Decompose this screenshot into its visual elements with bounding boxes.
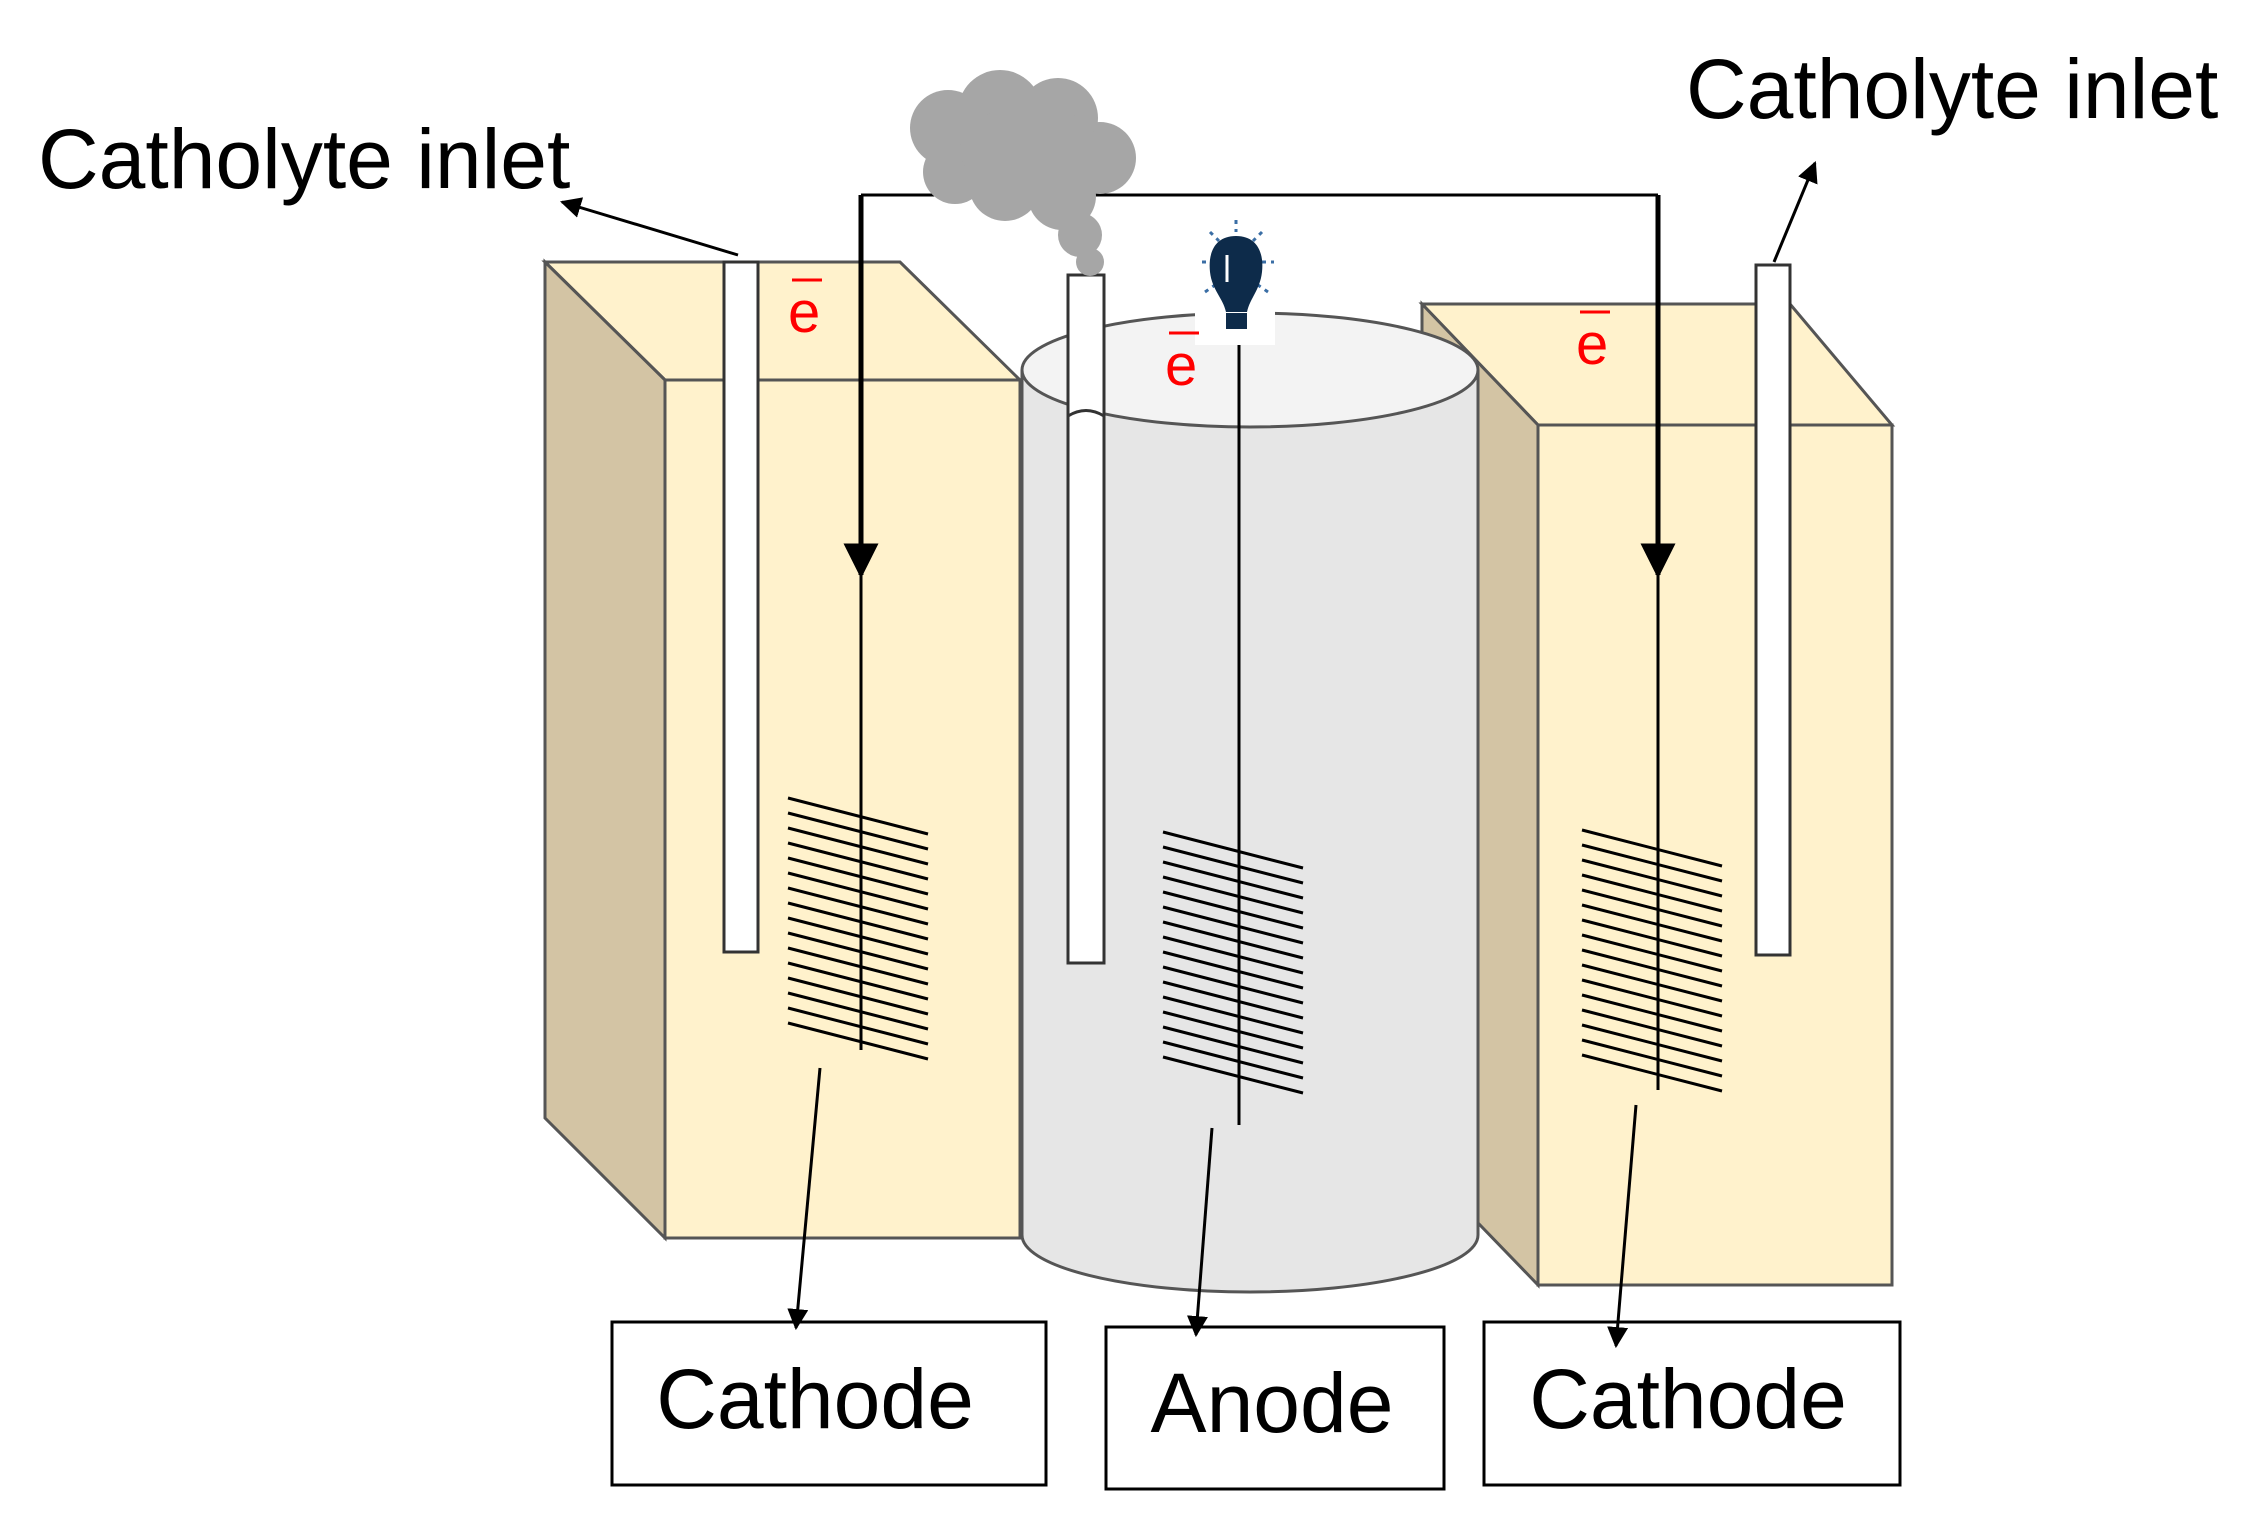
- cathode-left-box-frame: [610, 1320, 1048, 1487]
- right-cathode-electrode: [1581, 828, 1723, 1093]
- left-inlet-tube: [722, 260, 760, 954]
- left-cathode-mesh-line: [787, 811, 929, 851]
- right-cathode-mesh-line: [1581, 918, 1723, 958]
- anode-cylinder-body: [1020, 370, 1480, 1294]
- anode-mesh-line: [1162, 1040, 1304, 1080]
- anode-mesh-line: [1162, 980, 1304, 1020]
- anode-mesh-line: [1162, 890, 1304, 930]
- electron-right: e: [1576, 310, 1610, 377]
- anode-box: Anode: [1104, 1325, 1446, 1491]
- right-cathode-mesh-line: [1581, 978, 1723, 1018]
- right-inlet-tube: [1754, 263, 1792, 957]
- anode-mesh-line: [1162, 905, 1304, 945]
- anode-mesh-line: [1162, 950, 1304, 990]
- inlet-right-label: Catholyte inlet: [1686, 42, 2218, 136]
- cathode-left-box: Cathode: [610, 1320, 1048, 1487]
- right-chamber-front: [1536, 423, 1894, 1287]
- left-chamber-side: [543, 258, 667, 1242]
- right-cathode-mesh-line: [1581, 1008, 1723, 1048]
- left-cathode-chamber: [541, 258, 1024, 1242]
- anode-box-frame: [1104, 1325, 1446, 1491]
- right-cathode-mesh-line: [1581, 888, 1723, 928]
- electron-right-label: e: [1576, 312, 1608, 377]
- inlet-left-label: Catholyte inlet: [38, 112, 570, 206]
- anode-tube-rim: [1067, 409, 1105, 418]
- electron-center: e: [1165, 331, 1199, 398]
- anode-chamber: [1020, 273, 1480, 1294]
- right-cathode-mesh-line: [1581, 828, 1723, 868]
- right-cathode-mesh-line: [1581, 858, 1723, 898]
- right-cathode-mesh-line: [1581, 873, 1723, 913]
- left-cathode-mesh-line: [787, 901, 929, 941]
- smoke-cloud-icon: [910, 70, 1136, 276]
- cathode-left-box-label: Cathode: [656, 1352, 974, 1446]
- inlet-left-pointer: [559, 197, 739, 257]
- left-cathode-mesh-line: [787, 1021, 929, 1061]
- right-cathode-mesh-line: [1581, 1038, 1723, 1078]
- anode-mesh-line: [1162, 1055, 1304, 1095]
- anode-mesh-line: [1162, 935, 1304, 975]
- anode-mesh-line: [1162, 1010, 1304, 1050]
- right-cathode-mesh-line: [1581, 993, 1723, 1033]
- electron-center-label: e: [1165, 333, 1197, 398]
- anode-mesh-line: [1162, 995, 1304, 1035]
- anode-mesh-line: [1162, 965, 1304, 1005]
- cathode-right-box: Cathode: [1482, 1320, 1902, 1487]
- right-cathode-mesh-line: [1581, 1053, 1723, 1093]
- anode-box-label: Anode: [1151, 1356, 1394, 1450]
- left-cathode-mesh-line: [787, 946, 929, 986]
- inlet-right-pointer: [1772, 161, 1818, 263]
- left-cathode-mesh-line: [787, 916, 929, 956]
- cathode-right-box-frame: [1482, 1320, 1902, 1487]
- left-chamber-front: [663, 378, 1022, 1240]
- left-cathode-mesh-line: [787, 991, 929, 1031]
- left-cathode-mesh-line: [787, 961, 929, 1001]
- anode-mesh-line: [1162, 845, 1304, 885]
- right-cathode-mesh-line: [1581, 963, 1723, 1003]
- light-bulb-icon: [1195, 220, 1275, 345]
- anode-mesh-line: [1162, 920, 1304, 960]
- right-cathode-mesh-line: [1581, 843, 1723, 883]
- anode-mesh-line: [1162, 830, 1304, 870]
- left-cathode-mesh-line: [787, 796, 929, 836]
- right-cathode-mesh-line: [1581, 933, 1723, 973]
- right-cathode-mesh-line: [1581, 903, 1723, 943]
- left-cathode-mesh-line: [787, 886, 929, 926]
- left-cathode-electrode: [787, 796, 929, 1061]
- left-cathode-mesh-line: [787, 931, 929, 971]
- electron-left-label: e: [788, 280, 820, 345]
- right-cathode-mesh-line: [1581, 1023, 1723, 1063]
- left-cathode-mesh-line: [787, 856, 929, 896]
- left-cathode-mesh-line: [787, 841, 929, 881]
- left-cathode-mesh-line: [787, 976, 929, 1016]
- left-cathode-mesh-line: [787, 871, 929, 911]
- anode-tube: [1066, 273, 1106, 965]
- anode-mesh-line: [1162, 875, 1304, 915]
- left-cathode-mesh-line: [787, 1006, 929, 1046]
- anode-mesh-line: [1162, 860, 1304, 900]
- anode-electrode: [1162, 830, 1304, 1095]
- anode-mesh-line: [1162, 1025, 1304, 1065]
- right-cathode-mesh-line: [1581, 948, 1723, 988]
- cathode-right-box-label: Cathode: [1529, 1352, 1847, 1446]
- left-cathode-mesh-line: [787, 826, 929, 866]
- electron-left: e: [788, 278, 822, 345]
- anode-pointer: [1186, 1127, 1214, 1338]
- cathode-right-pointer: [1607, 1104, 1638, 1349]
- cathode-left-pointer: [787, 1067, 822, 1331]
